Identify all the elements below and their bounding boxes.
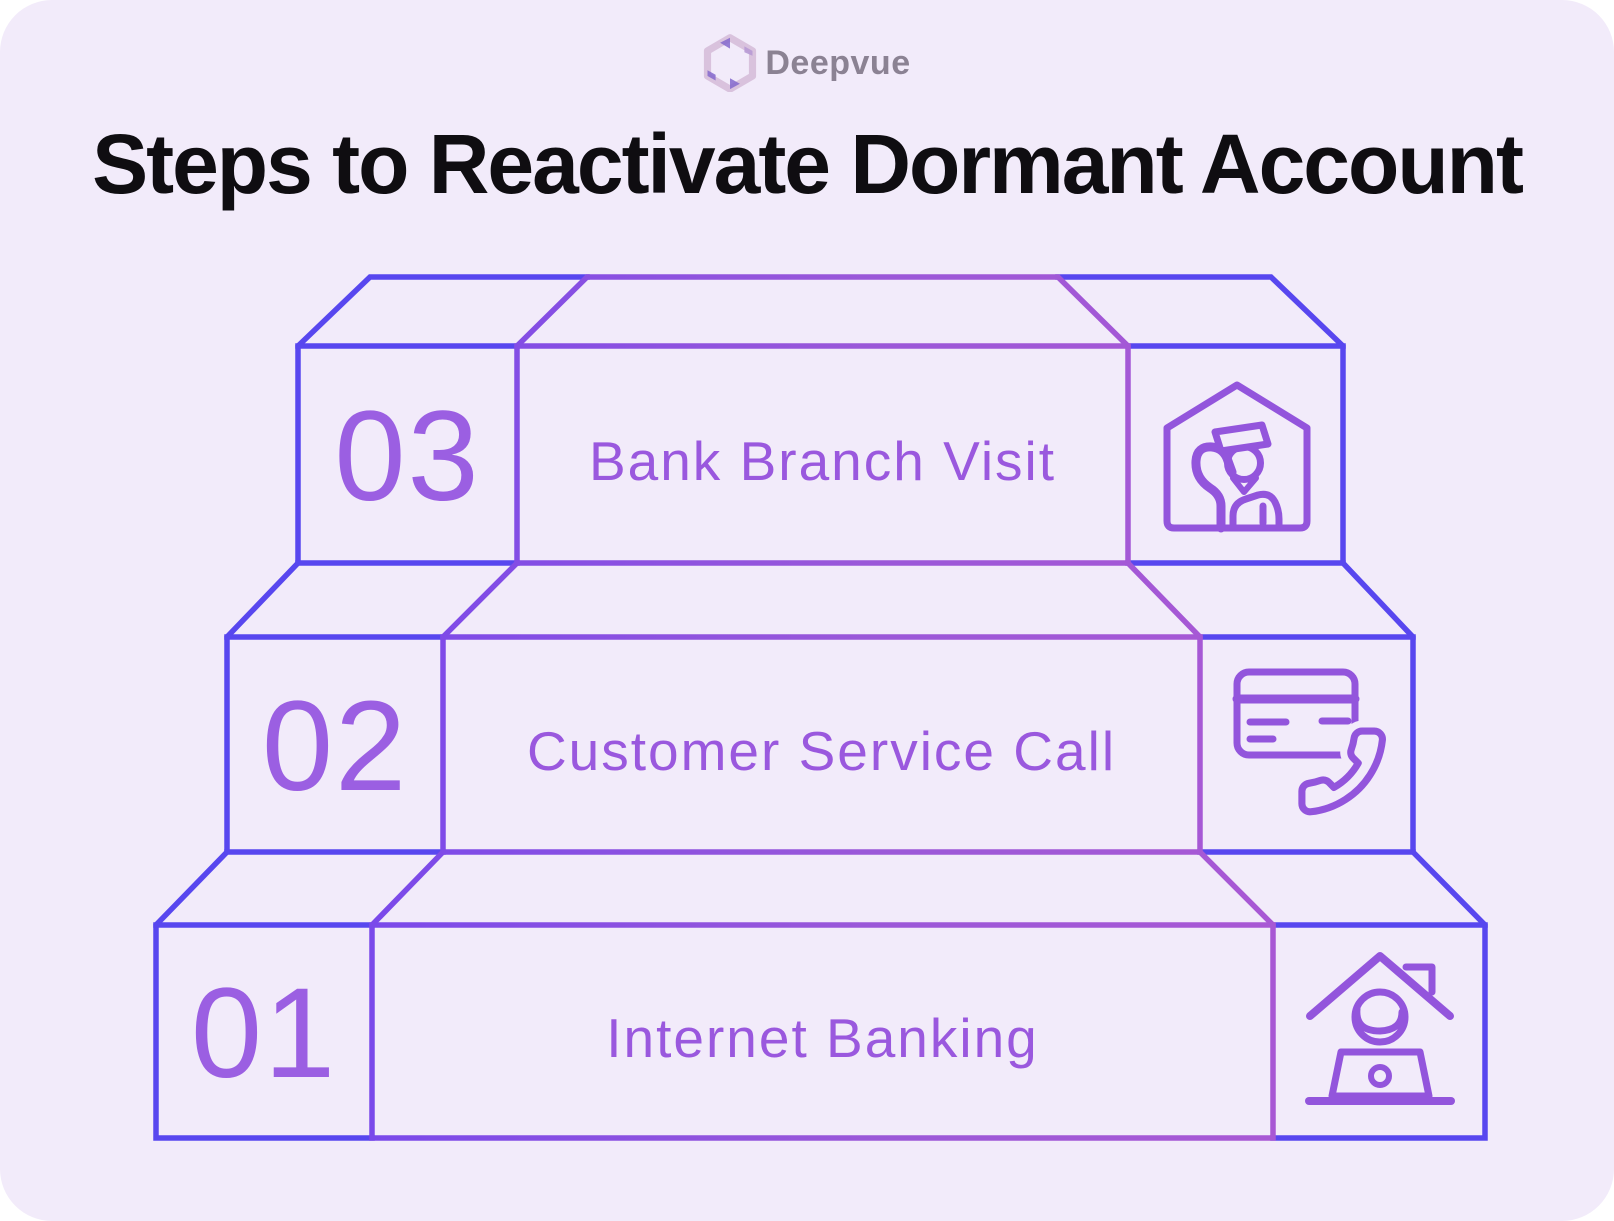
phone-handset bbox=[1291, 720, 1393, 823]
roof-line bbox=[1306, 952, 1454, 1020]
brand-logo: Deepvue bbox=[0, 34, 1614, 92]
corner-mark bbox=[1402, 963, 1436, 996]
credit-card-outline bbox=[1233, 668, 1359, 759]
branch-building-outline bbox=[1163, 381, 1311, 532]
deepvue-hexagon-icon bbox=[704, 34, 757, 92]
laptop-logo-dot bbox=[1368, 1064, 1392, 1088]
head-swoosh bbox=[1353, 1005, 1406, 1035]
home-laptop-icon bbox=[1305, 952, 1455, 1105]
brand-name: Deepvue bbox=[765, 43, 911, 82]
outer-wing-outlines bbox=[153, 274, 1488, 1141]
laptop-screen bbox=[1328, 1048, 1433, 1100]
central-box-outlines bbox=[369, 274, 1276, 1141]
guard-cap bbox=[1211, 421, 1272, 455]
step2-central-box bbox=[440, 559, 1203, 855]
phone-outline bbox=[1298, 727, 1386, 816]
page-title: Steps to Reactivate Dormant Account bbox=[92, 117, 1524, 211]
guard-shoulders bbox=[1229, 490, 1283, 532]
bank-guard-icon bbox=[1163, 381, 1311, 533]
card-phone-icon bbox=[1232, 668, 1393, 823]
step3-central-box bbox=[514, 274, 1131, 566]
guard-collar bbox=[1230, 475, 1259, 495]
step1-central-box bbox=[369, 848, 1276, 1141]
